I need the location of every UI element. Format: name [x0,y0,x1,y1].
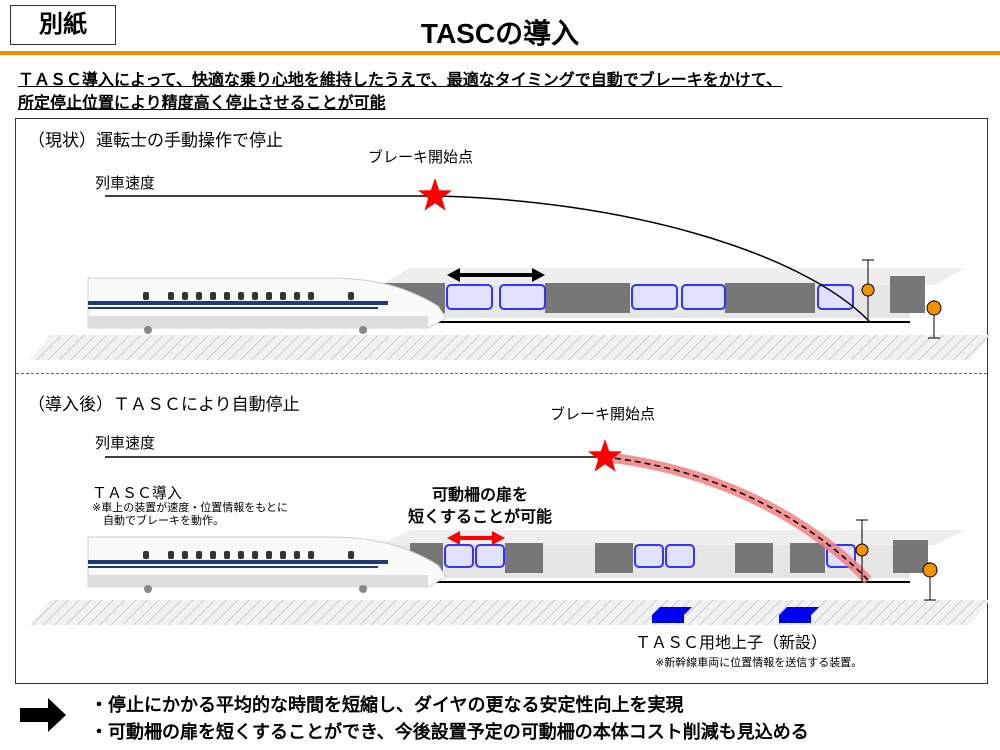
door-width-arrow-black [447,268,545,282]
speed-label: 列車速度 [95,174,156,192]
brake-star-icon [587,439,623,472]
door-width-arrow-red [447,531,505,545]
speed-curve-before [105,195,871,323]
tasc-note: 自動でブレーキを動作。 [92,514,224,527]
page-title: TASCの導入 [420,18,580,49]
summary-line-1: ＴＡＳＣ導入によって、快適な乗り心地を維持したうえで、最適なタイミングで自動でブ… [18,70,783,89]
door-note-line-2: 短くすることが可能 [407,507,552,526]
track-after [30,600,990,625]
conclusion-1: ・停止にかかる平均的な時間を短縮し、ダイヤの更なる安定性向上を実現 [90,695,684,716]
title-rule [0,51,1000,55]
brake-point-label: ブレーキ開始点 [368,148,474,166]
tasc-note: ※車上の装置が速度・位置情報をもとに [92,501,288,514]
stop-marker-icon [855,519,938,601]
section-label-before: （現状）運転士の手動操作で停止 [28,131,283,151]
summary-line-2: 所定停止位置により精度高く停止させることが可能 [18,93,386,112]
conclusion-2: ・可動柵の扉を短くすることができ、今後設置予定の可動柵の本体コスト削減も見込める [90,722,809,743]
brake-point-label: ブレーキ開始点 [550,405,656,423]
shinkansen-train-after [87,536,447,594]
door-note-line-1: 可動柵の扉を [431,485,528,504]
track-before [30,335,990,360]
appendix-tag: 別紙 [10,5,116,45]
brake-star-icon [417,178,453,211]
right-arrow-icon [20,698,66,732]
transponder-icon [652,607,819,623]
platform-before [380,268,965,323]
tasc-title: ＴＡＳＣ導入 [92,484,183,502]
door-note: 可動柵の扉を 短くすることが可能 [380,484,580,528]
stop-marker-icon [861,259,942,339]
section-label-after: （導入後）ＴＡＳＣにより自動停止 [28,395,300,415]
section-divider [16,373,987,374]
diagram-frame [15,118,988,684]
speed-label: 列車速度 [95,434,156,452]
transponder-title: ＴＡＳＣ用地上子（新設） [635,633,828,652]
shinkansen-train-before [87,277,447,335]
speed-curve-after [604,456,869,581]
transponder-note: ※新幹線車両に位置情報を送信する装置。 [655,656,863,669]
